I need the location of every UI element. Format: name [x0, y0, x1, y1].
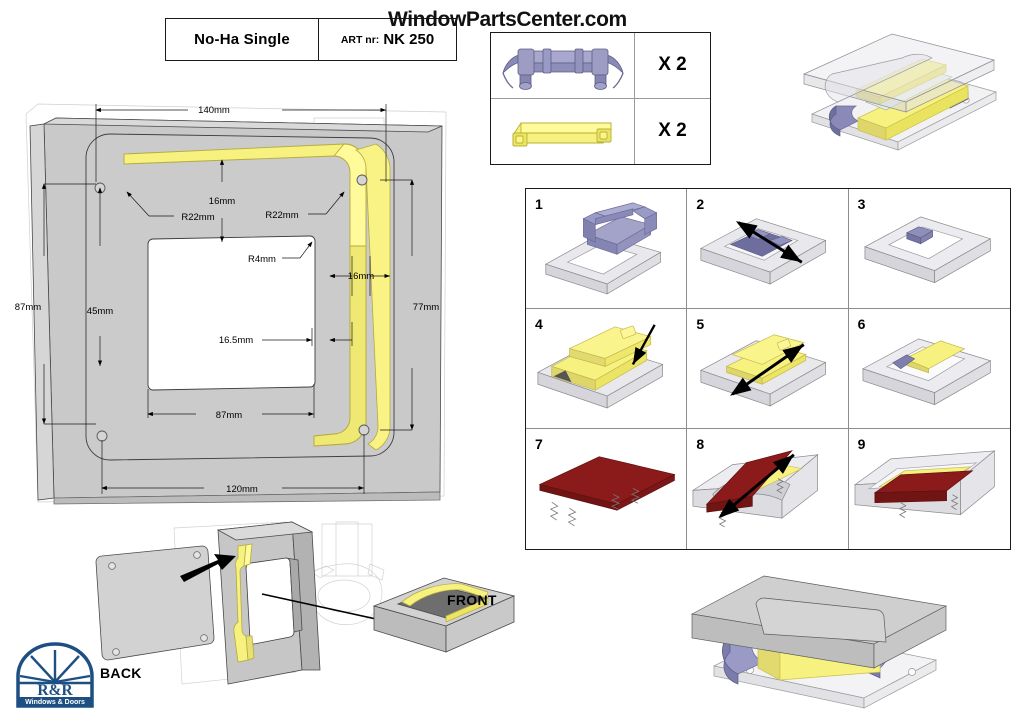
parts-row-purple: X 2 [491, 33, 710, 99]
exploded-front-back-view [86, 520, 526, 705]
parts-row-yellow: X 2 [491, 98, 710, 164]
article-value: NK 250 [383, 31, 435, 48]
step-8-number: 8 [696, 436, 705, 452]
model-name-cell: No-Ha Single [166, 19, 319, 60]
step-6-number: 6 [857, 316, 866, 332]
assembly-steps-grid: 1 2 [525, 188, 1011, 550]
back-label: BACK [100, 665, 142, 681]
dimension-inner-height: 77mm [413, 302, 439, 313]
model-name: No-Ha Single [194, 31, 290, 48]
logo-tagline-text: Windows & Doors [25, 699, 85, 706]
step-2-number: 2 [696, 196, 705, 212]
yellow-part-quantity: X 2 [658, 120, 687, 142]
step-1-illustration [544, 202, 662, 295]
dimension-hole-spacing-h: 120mm [226, 484, 258, 495]
step-2: 2 [687, 189, 849, 309]
step-9-illustration [853, 450, 996, 518]
step-4-number: 4 [535, 316, 543, 332]
spring-clips-icon [549, 488, 640, 527]
step-9: 9 [849, 429, 1010, 549]
dimension-hole-spacing-v: 45mm [87, 306, 113, 317]
step-9-number: 9 [857, 436, 866, 452]
article-number-cell: ART nr: NK 250 [319, 19, 456, 60]
step-2-illustration [700, 218, 827, 285]
step-3: 3 [848, 189, 1010, 309]
step-8-direction-arrow [718, 453, 796, 518]
dimension-corner-radius-outer-left: R22mm [181, 212, 214, 223]
assembly-isometric-bottom [668, 558, 1024, 718]
step-4-direction-arrow [631, 324, 656, 365]
logo-brand-text: R&R [37, 682, 73, 699]
step-5-illustration [700, 334, 827, 407]
step-7: 7 [526, 429, 688, 549]
step-1-number: 1 [535, 196, 543, 212]
step-6-illustration [861, 338, 991, 406]
assembly-isometric-top [782, 22, 1024, 172]
header-title-table: No-Ha Single ART nr: NK 250 [165, 18, 457, 61]
front-label: FRONT [447, 592, 497, 608]
step-1: 1 [526, 189, 688, 309]
dimension-wall-thickness-top: 16mm [209, 196, 235, 207]
dimension-corner-radius-outer-right: R22mm [265, 210, 298, 221]
step-3-number: 3 [857, 196, 866, 212]
step-4: 4 [526, 309, 688, 429]
dimension-overall-width: 140mm [198, 105, 230, 116]
step-6: 6 [848, 309, 1010, 429]
step-5: 5 [687, 309, 849, 429]
dimension-corner-radius-inner: R4mm [248, 254, 276, 265]
step-7-illustration [538, 456, 676, 527]
step-8: 8 [687, 429, 849, 549]
watermark-text: WindowPartsCenter.com [388, 8, 627, 31]
back-assembly-arrow [180, 554, 236, 582]
parts-quantity-table: X 2 X 2 [490, 32, 711, 165]
step-2-direction-arrow [736, 221, 803, 264]
step-5-number: 5 [696, 316, 705, 332]
dimension-cutout-width: 87mm [216, 410, 242, 421]
step-4-illustration [537, 324, 664, 409]
step-7-number: 7 [535, 436, 543, 452]
step-3-illustration [863, 216, 991, 284]
step-5-direction-arrow [730, 343, 805, 396]
rr-logo: R&R Windows & Doors [14, 642, 96, 710]
purple-part-quantity: X 2 [658, 54, 687, 76]
step-8-illustration [691, 450, 820, 528]
dimension-edge-offset: 16.5mm [219, 335, 253, 346]
dimension-wall-thickness-right: 16mm [348, 271, 374, 282]
dimension-overall-height: 87mm [15, 302, 41, 313]
yellow-insert-strip-icon [491, 98, 635, 164]
purple-handle-bracket-icon [491, 33, 635, 98]
main-technical-drawing: 140mm 87mm 77mm 45mm 120mm 87mm R22mm R2… [14, 96, 474, 526]
article-label: ART nr: [340, 33, 380, 46]
